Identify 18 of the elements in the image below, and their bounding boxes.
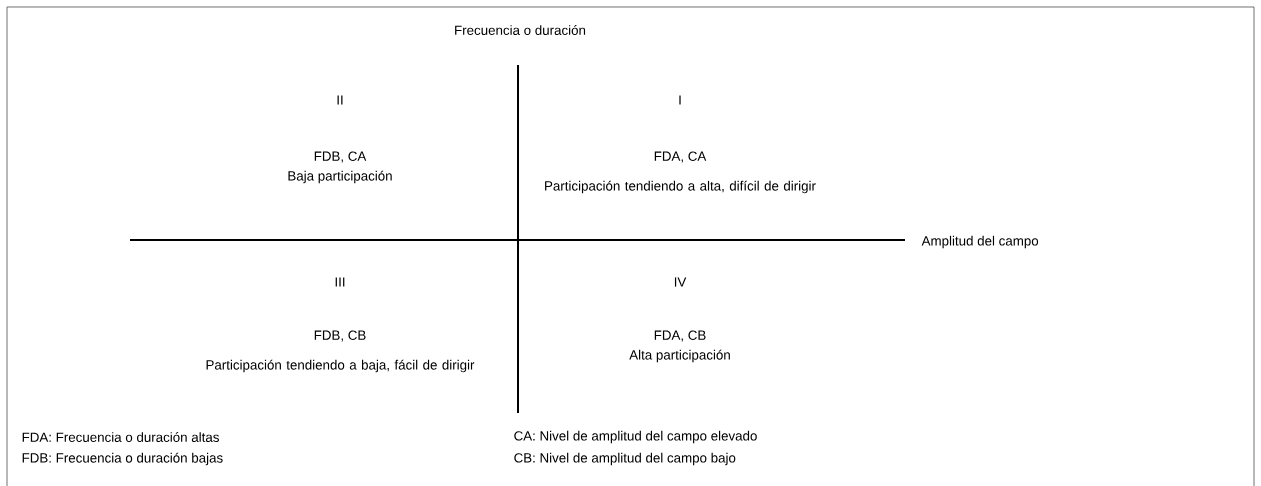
legend-note: CB: Nivel de amplitud del campo bajo [514, 452, 736, 466]
quadrant-description: Baja participación [288, 170, 392, 184]
quadrant-description: Alta participación [629, 349, 730, 363]
quadrant-description: Participación tendiendo a baja, fácil de dirigir [206, 359, 475, 373]
quadrant-number: III [335, 277, 345, 287]
legend-note: FDB: Frecuencia o duración bajas [22, 452, 223, 466]
legend-note: FDA: Frecuencia o duración altas [22, 432, 219, 442]
quadrant-code: FDB, CA [314, 151, 367, 163]
legend-note: CA: Nivel de amplitud del campo elevado [514, 430, 757, 444]
quadrant-description: Participación tendiendo a alta, difícil de dirigir [545, 180, 816, 194]
quadrant-number: II [337, 95, 343, 105]
axis-label: Frecuencia o duración [455, 25, 586, 35]
quadrant-code: FDB, CB [314, 330, 366, 342]
quadrant-code: FDA, CA [654, 151, 707, 163]
axis-label: Amplitud del campo [921, 235, 1039, 249]
quadrant-number: I [679, 95, 681, 105]
quadrant-code: FDA, CB [654, 330, 706, 342]
quadrant-number: IV [674, 277, 687, 287]
